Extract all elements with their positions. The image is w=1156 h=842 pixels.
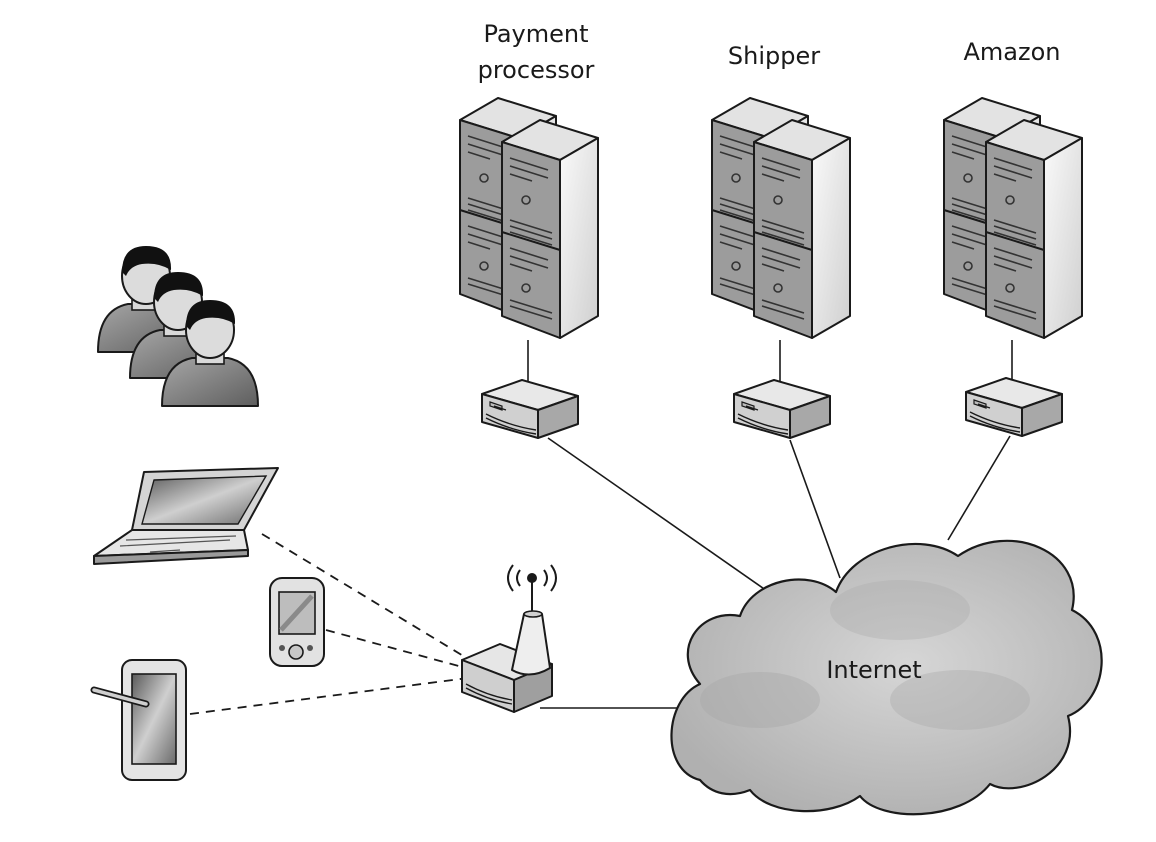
pda-icon	[269, 577, 325, 667]
tablet-icon	[90, 659, 187, 781]
amazon-switch	[965, 377, 1063, 437]
amazon-label: Amazon	[964, 38, 1061, 66]
amazon-servers	[943, 97, 1083, 339]
wireless-router	[461, 564, 557, 713]
internet-label: Internet	[826, 656, 921, 684]
link-shipper-internet	[789, 439, 841, 579]
link-amazon-internet	[947, 435, 1011, 541]
laptop-icon	[93, 467, 279, 565]
internet-cloud: Internet	[670, 539, 1103, 816]
connections	[189, 340, 1013, 715]
link-payment-internet	[547, 437, 781, 601]
wifi-link-tablet	[189, 677, 469, 715]
wifi-link-laptop	[261, 533, 471, 661]
users-group-icon	[97, 245, 259, 407]
shipper-switch	[733, 379, 831, 439]
payment-switch	[481, 379, 579, 439]
payment-processor-label-line2: processor	[478, 56, 595, 84]
payment-processor-label-line1: Payment	[483, 20, 588, 48]
wifi-signal-icon	[507, 564, 557, 592]
payment-processor-servers	[459, 97, 599, 339]
wifi-link-pda	[325, 629, 467, 669]
shipper-servers	[711, 97, 851, 339]
shipper-label: Shipper	[728, 42, 820, 70]
